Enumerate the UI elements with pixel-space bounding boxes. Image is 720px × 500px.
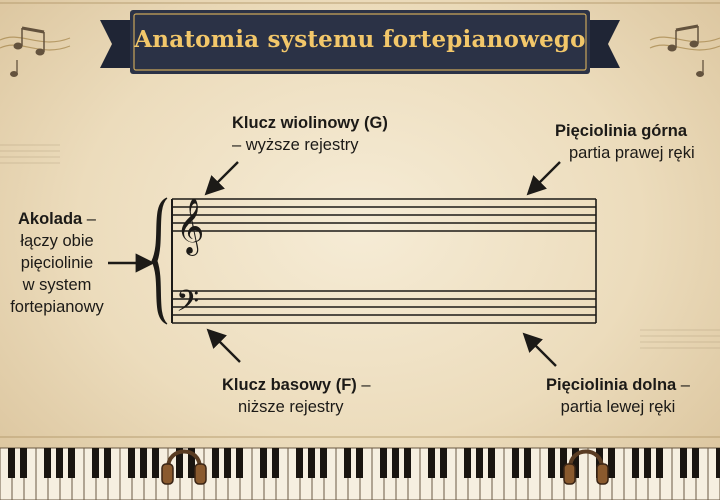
bass-clef-icon: 𝄢 <box>176 285 199 326</box>
black-key <box>380 448 387 478</box>
black-key <box>176 448 183 478</box>
black-key <box>272 448 279 478</box>
black-key <box>632 448 639 478</box>
black-key <box>104 448 111 478</box>
arrow-icon <box>206 328 241 363</box>
piano-keyboard-icon <box>0 447 720 500</box>
title-banner <box>100 10 620 74</box>
headphones-icon <box>563 449 609 485</box>
label-bass-clef-title: Klucz basowy (F) <box>222 376 357 394</box>
black-key <box>440 448 447 478</box>
label-treble-clef: Klucz wiolinowy (G) – wyższe rejestry <box>232 112 388 156</box>
arrow-icon <box>526 161 561 196</box>
black-key <box>92 448 99 478</box>
black-key <box>428 448 435 478</box>
black-key <box>44 448 51 478</box>
treble-clef-icon: 𝄞 <box>176 198 204 256</box>
label-lower-staff-desc: partia lewej ręki <box>560 398 676 416</box>
black-key <box>260 448 267 478</box>
music-notes-icon <box>649 24 720 77</box>
black-key <box>296 448 303 478</box>
label-brace-line: pięciolinie <box>20 254 94 272</box>
music-notes-icon <box>0 26 71 77</box>
label-lower-staff: Pięciolinia dolna – partia lewej ręki <box>518 374 718 418</box>
page-title: Anatomia systemu fortepianowego <box>134 26 586 53</box>
black-key <box>236 448 243 478</box>
label-treble-clef-desc: – wyższe rejestry <box>232 136 359 154</box>
black-key <box>608 448 615 478</box>
label-upper-staff: Pięciolinia górna partia prawej ręki <box>555 120 695 164</box>
black-key <box>344 448 351 478</box>
black-key <box>392 448 399 478</box>
upper-staff <box>172 198 596 232</box>
brace-icon <box>151 197 168 325</box>
black-key <box>548 448 555 478</box>
black-key <box>512 448 519 478</box>
grand-staff <box>171 198 597 324</box>
label-brace-line: w system <box>22 276 92 294</box>
arrow-icon <box>204 161 239 196</box>
label-upper-staff-title: Pięciolinia górna <box>555 122 688 140</box>
black-key <box>308 448 315 478</box>
black-key <box>464 448 471 478</box>
headphones-icon <box>161 449 207 485</box>
black-key <box>20 448 27 478</box>
label-upper-staff-desc: partia prawej ręki <box>569 144 695 162</box>
black-key <box>692 448 699 478</box>
black-key <box>488 448 495 478</box>
black-key <box>560 448 567 478</box>
black-key <box>224 448 231 478</box>
black-key <box>128 448 135 478</box>
black-key <box>212 448 219 478</box>
black-key <box>656 448 663 478</box>
black-key <box>680 448 687 478</box>
label-bass-clef-desc: niższe rejestry <box>238 398 344 416</box>
black-key <box>140 448 147 478</box>
label-bass-clef: Klucz basowy (F) – niższe rejestry <box>222 374 371 418</box>
label-brace-line: fortepianowy <box>10 298 104 316</box>
black-key <box>716 448 720 478</box>
black-key <box>572 448 579 478</box>
label-bass-clef-dash: – <box>356 376 371 394</box>
label-brace: Akolada – łączy obie pięciolinie w syste… <box>0 208 120 318</box>
label-lower-staff-dash: – <box>676 376 690 394</box>
label-lower-staff-title: Pięciolinia dolna <box>546 376 677 394</box>
black-key <box>476 448 483 478</box>
black-key <box>188 448 195 478</box>
label-brace-title: Akolada <box>18 210 83 228</box>
label-brace-dash: – <box>82 210 96 228</box>
black-key <box>56 448 63 478</box>
label-brace-line: łączy obie <box>20 232 94 250</box>
black-key <box>68 448 75 478</box>
black-key <box>356 448 363 478</box>
black-key <box>8 448 15 478</box>
label-treble-clef-title: Klucz wiolinowy (G) <box>232 114 388 132</box>
black-key <box>152 448 159 478</box>
black-key <box>320 448 327 478</box>
arrow-icon <box>522 332 557 367</box>
background-staff <box>0 144 720 349</box>
black-key <box>404 448 411 478</box>
lower-staff <box>172 290 596 324</box>
black-key <box>524 448 531 478</box>
black-key <box>644 448 651 478</box>
